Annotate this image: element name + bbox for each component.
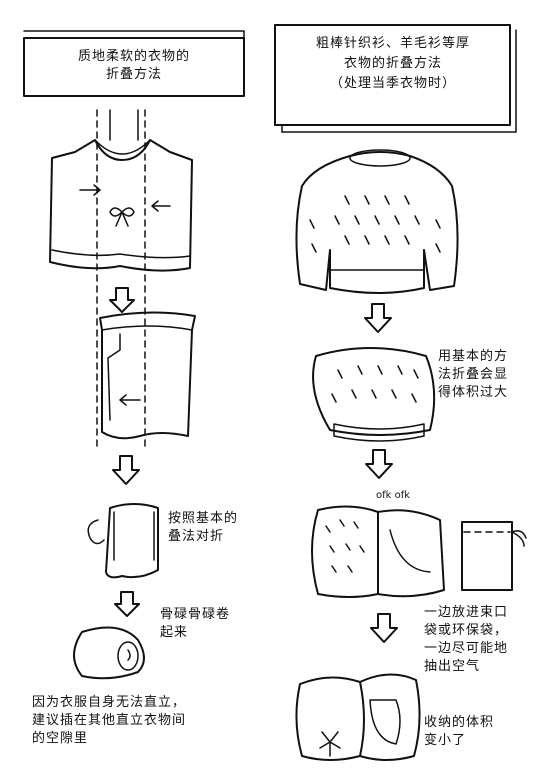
half-folded-illustration (87, 503, 159, 579)
right-title-box (274, 24, 517, 133)
folded-top-illustration (99, 311, 196, 440)
drawstring-bag-illustration (461, 521, 527, 591)
too-bulky-note: 用基本的方 法折叠会显 得体积过大 (438, 349, 509, 400)
down-arrow-6 (370, 613, 398, 643)
down-arrow-2 (112, 455, 140, 485)
compressed-bag-illustration (295, 673, 421, 761)
down-arrow-5 (365, 449, 393, 479)
left-title: 质地柔软的衣物的 折叠方法 (77, 49, 190, 82)
storage-tip-note: 因为衣服自身无法直立， 建议插在其他直立衣物间 的空隙里 (32, 695, 187, 746)
folded-sweater-illustration (312, 347, 436, 442)
roll-up-note: 骨碌骨碌卷 起来 (160, 607, 231, 640)
smaller-volume-note: 收纳的体积 变小了 (424, 715, 495, 748)
down-arrow-1 (109, 287, 135, 313)
down-arrow-4 (364, 303, 392, 333)
fold-in-half-note: 按照基本的 叠法对折 (168, 511, 239, 544)
sweater-into-bag-illustration (311, 505, 445, 598)
bag-instruction-note: 一边放进束口 袋或环保袋， 一边尽可能地 抽出空气 (424, 605, 509, 674)
sound-effect-label: ofk ofk (376, 490, 411, 501)
left-title-box (23, 30, 245, 97)
soft-top-illustration (49, 109, 193, 272)
right-title: 粗棒针织衫、羊毛衫等厚 衣物的折叠方法 （处理当季衣物时） (315, 36, 470, 91)
rolled-top-illustration (73, 626, 145, 680)
down-arrow-3 (114, 591, 140, 617)
sweater-illustration (295, 149, 459, 294)
